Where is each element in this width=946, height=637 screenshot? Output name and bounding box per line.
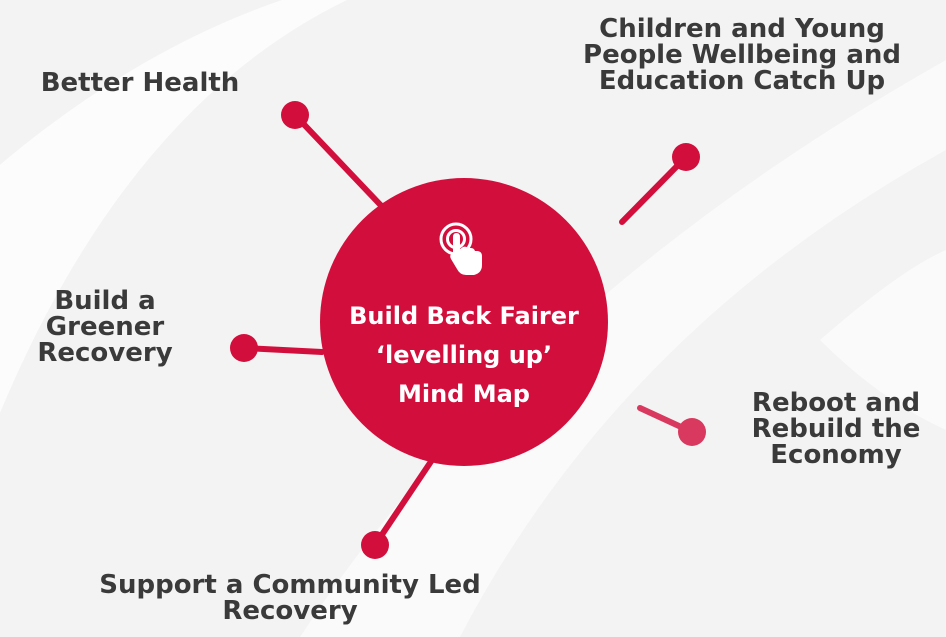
node-dot-greener-recovery[interactable]	[230, 334, 258, 362]
central-topic-title: Build Back Fairer ‘levelling up’ Mind Ma…	[349, 301, 579, 408]
central-topic-node[interactable]: Build Back Fairer ‘levelling up’ Mind Ma…	[320, 178, 608, 466]
branch-label-community-recovery[interactable]: Support a Community Led Recovery	[99, 570, 481, 626]
branch-label-greener-recovery[interactable]: Build a Greener Recovery	[37, 286, 173, 368]
connector-children-young-people	[619, 154, 689, 225]
branch-label-better-health[interactable]: Better Health	[40, 68, 240, 98]
node-dot-better-health[interactable]	[281, 101, 309, 129]
touch-tap-icon	[439, 222, 482, 275]
branch-label-children-young-people[interactable]: Children and Young People Wellbeing and …	[583, 14, 901, 96]
connector-better-health	[292, 112, 393, 218]
node-dot-reboot-economy[interactable]	[678, 418, 706, 446]
node-dot-children-young-people[interactable]	[672, 143, 700, 171]
branch-label-reboot-economy[interactable]: Reboot and Rebuild the Economy	[751, 388, 921, 470]
connector-community-recovery	[372, 457, 435, 548]
node-dot-community-recovery[interactable]	[361, 531, 389, 559]
